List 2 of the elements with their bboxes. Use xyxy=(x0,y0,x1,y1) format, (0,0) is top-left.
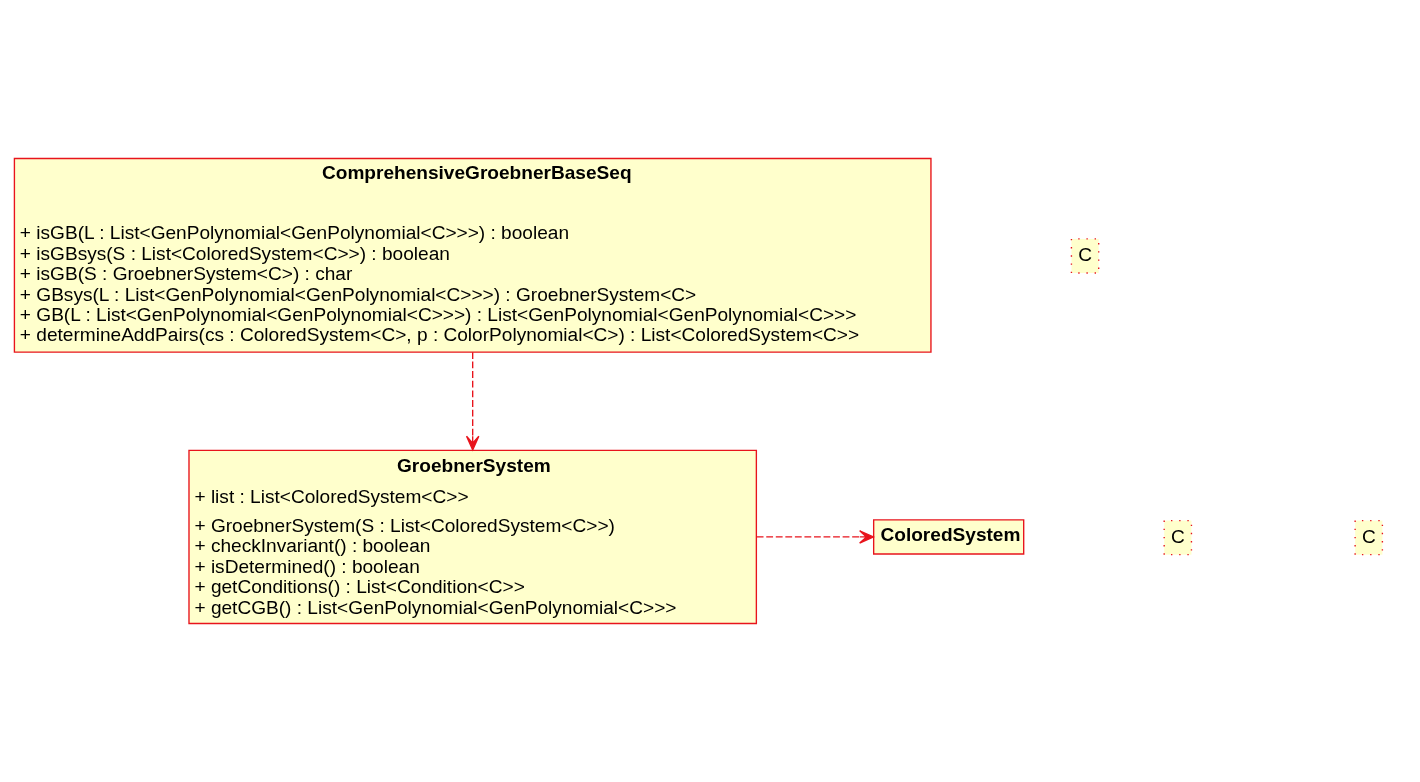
arrow xyxy=(756,530,874,544)
arrow xyxy=(465,351,480,451)
